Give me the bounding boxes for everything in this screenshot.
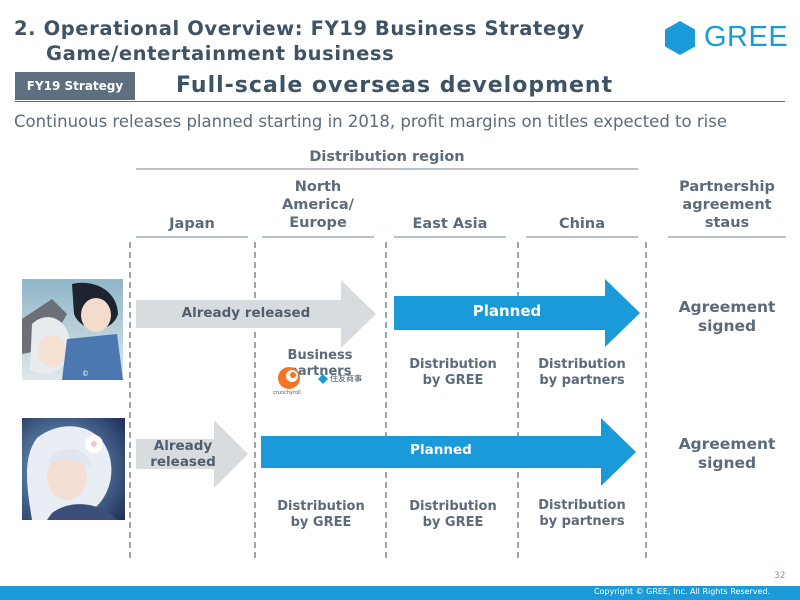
status-line-1: Partnership (679, 179, 775, 195)
na-eu-line-3: Europe (289, 215, 347, 231)
column-separator (254, 242, 256, 558)
na-eu-line-1: North (294, 179, 342, 195)
agreement-status-row2: Agreement signed (668, 435, 786, 473)
svg-text:©: © (82, 370, 89, 378)
copyright-text: Copyright © GREE, Inc. All Rights Reserv… (593, 587, 770, 596)
column-header-china: China (558, 216, 606, 232)
na-eu-distribution-row2: Distribution by GREE (258, 499, 384, 531)
column-separator (517, 242, 519, 558)
crunchyroll-icon (278, 367, 300, 389)
game-thumbnail-row1: © (22, 279, 123, 380)
cell-line-2: by partners (539, 373, 625, 388)
subtitle-divider (15, 101, 785, 102)
planned-label-row2: Planned (410, 442, 472, 458)
status-line-2: signed (697, 454, 757, 472)
section-subtitle: Full-scale overseas development (176, 73, 614, 98)
page-number: 32 (774, 571, 786, 581)
distribution-region-header: Distribution region (309, 149, 465, 165)
status-line-2: signed (697, 317, 757, 335)
label-line-1: Already (153, 438, 213, 454)
column-rule-east-asia (394, 236, 506, 238)
cell-line-1: Distribution (409, 499, 497, 514)
column-header-na-eu: North America/ Europe (262, 178, 374, 232)
title-line-2: Game/entertainment business (46, 42, 395, 65)
crunchyroll-logo-text: crunchyroll (273, 390, 301, 396)
sumitomo-logo: 住友商事 (318, 372, 368, 386)
planned-arrow-row2 (261, 418, 636, 486)
logo-text: GREE (704, 21, 789, 53)
na-eu-line-2: America/ (282, 197, 354, 213)
cell-line-1: Distribution (538, 498, 626, 513)
column-rule-japan (136, 236, 248, 238)
hexagon-icon (665, 21, 695, 55)
planned-arrow-row1 (394, 279, 640, 347)
cell-line-2: by GREE (422, 373, 484, 388)
agreement-status-row1: Agreement signed (668, 298, 786, 336)
cell-line-2: by GREE (422, 515, 484, 530)
crunchyroll-logo: crunchyroll (273, 366, 304, 396)
already-released-arrow-row2 (136, 420, 248, 488)
gree-logo: GREE (662, 20, 788, 55)
cell-line-1: Distribution (409, 357, 497, 372)
page-title: 2. Operational Overview: FY19 Business S… (14, 16, 585, 66)
already-released-label-row2: Already released (136, 438, 230, 470)
status-line-1: Agreement (678, 435, 776, 453)
east-asia-distribution-row1: Distribution by GREE (390, 357, 516, 389)
china-distribution-row1: Distribution by partners (520, 357, 644, 389)
sumitomo-mark-icon (318, 374, 328, 384)
cell-line-1: Distribution (538, 357, 626, 372)
planned-label-row1: Planned (472, 302, 542, 320)
column-rule-na-eu (262, 236, 374, 238)
column-header-status: Partnership agreement staus (668, 178, 786, 232)
cell-line-2: by partners (539, 514, 625, 529)
column-separator (385, 242, 387, 558)
already-released-label-row1: Already released (181, 305, 311, 321)
column-separator (645, 242, 647, 558)
business-partners-label: Business partners (287, 348, 353, 379)
column-separator (129, 242, 131, 558)
cell-line-1: Distribution (277, 499, 365, 514)
china-distribution-row2: Distribution by partners (520, 498, 644, 530)
lead-text: Continuous releases planned starting in … (14, 112, 727, 131)
footer-bar: Copyright © GREE, Inc. All Rights Reserv… (0, 586, 800, 600)
column-rule-status (668, 236, 786, 238)
sumitomo-logo-text: 住友商事 (330, 374, 362, 383)
status-line-2: agreement (682, 197, 772, 213)
column-rule-china (526, 236, 638, 238)
status-line-3: staus (704, 215, 750, 231)
east-asia-distribution-row2: Distribution by GREE (390, 499, 516, 531)
cell-line-2: by GREE (290, 515, 352, 530)
column-header-east-asia: East Asia (412, 216, 488, 232)
game-thumbnail-row2 (22, 418, 125, 520)
distribution-region-rule (136, 168, 638, 170)
label-line-2: released (150, 454, 216, 470)
already-released-arrow-row1 (136, 280, 376, 348)
column-header-japan: Japan (169, 216, 215, 232)
title-line-1: 2. Operational Overview: FY19 Business S… (14, 17, 585, 40)
status-line-1: Agreement (678, 298, 776, 316)
strategy-badge: FY19 Strategy (15, 72, 135, 100)
